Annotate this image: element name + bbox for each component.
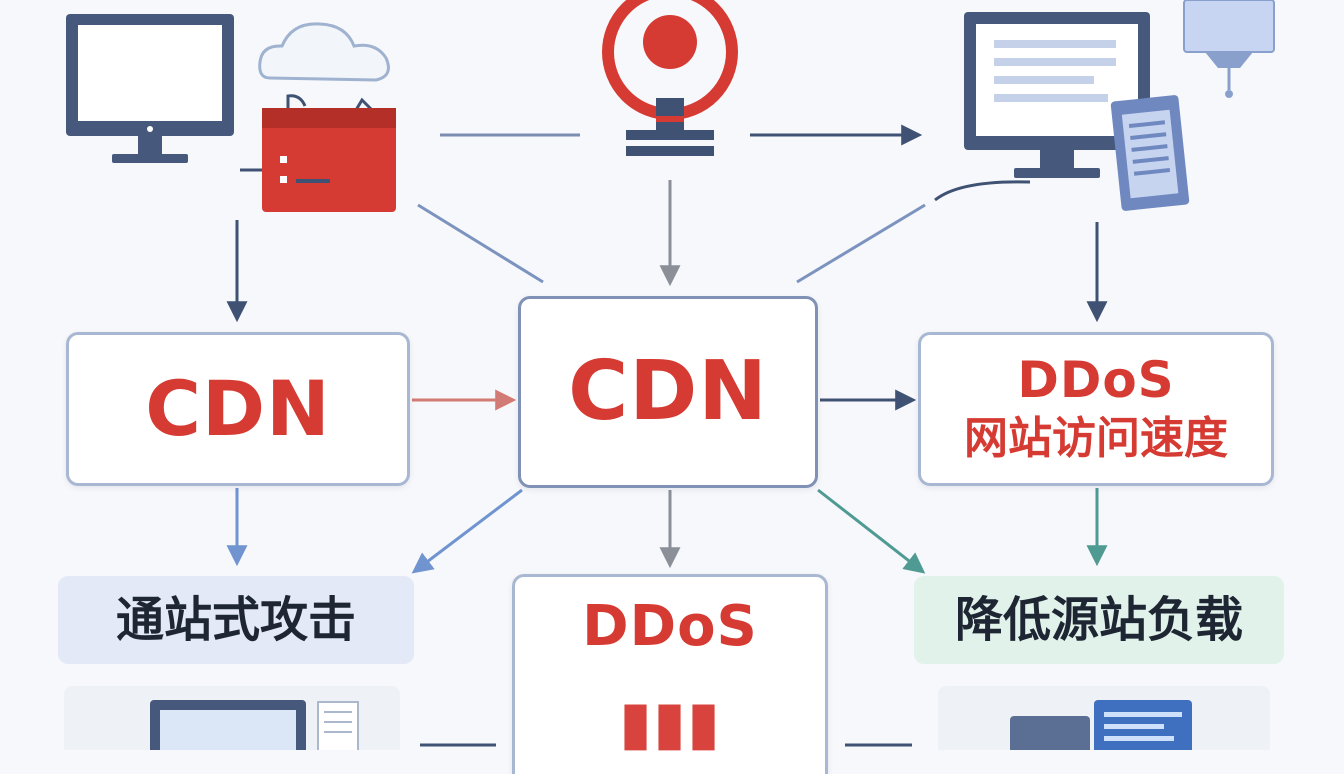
connector-curve-right [934,180,1031,202]
ddos-node-bottom-label: DDoS [582,594,758,659]
reduce-load-label: 降低源站负载 [954,592,1243,648]
connector-layer [226,124,1108,747]
cloud-icon [258,22,390,82]
desktop-monitor-icon [66,14,234,163]
ddos-node-right-title: DDoS [1017,350,1175,409]
ddos-node-bottom: DDoS ▮▮▮ [512,574,828,774]
cdn-node-center: CDN [518,296,818,488]
connector-diag-right [796,203,926,284]
monitor-with-document-icon [964,12,1190,211]
ddos-node-right: DDoS 网站访问速度 [918,332,1274,486]
small-screen-icon [1183,0,1275,98]
attack-label: 通站式攻击 [115,592,356,648]
ddos-node-bottom-partial-text: ▮▮▮ [618,688,722,758]
attack-label-box: 通站式攻击 [58,576,414,664]
red-server-icon [240,94,396,212]
cdn-node-left-label: CDN [145,364,331,453]
red-location-pin-icon [602,0,738,156]
laptop-icon [64,686,400,750]
arrow-center-to-reduce [817,488,926,574]
arrow-center-to-attack [411,488,523,574]
cdn-node-center-label: CDN [568,344,768,439]
connector-diag-left [417,203,544,284]
reduce-load-label-box: 降低源站负载 [914,576,1284,664]
ddos-node-right-subtitle: 网站访问速度 [964,412,1228,464]
cdn-node-left: CDN [66,332,410,486]
server-rack-icon [938,686,1270,750]
icon-layer [64,0,1275,750]
